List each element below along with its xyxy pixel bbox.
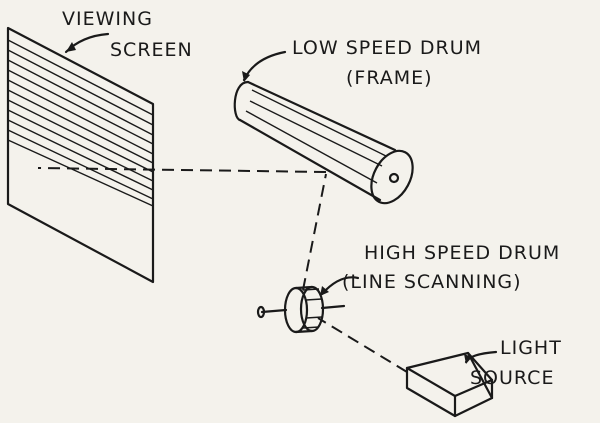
viewing-screen xyxy=(6,26,155,284)
low-drum-back-end xyxy=(233,80,250,122)
low-drum-facet-lines xyxy=(245,89,387,184)
low-drum-arrowhead xyxy=(242,71,250,82)
high-drum-left-shaft-end xyxy=(256,305,266,319)
high-drum-arrowhead xyxy=(320,286,329,296)
low-speed-drum-label-line2: (FRAME) xyxy=(346,67,433,89)
beam-low-drum-to-screen xyxy=(37,167,327,173)
high-speed-drum-label-line1: HIGH SPEED DRUM xyxy=(364,242,560,264)
high-drum-front-face xyxy=(299,285,325,333)
light-source-arrowhead xyxy=(464,354,472,364)
high-drum-facets xyxy=(302,288,323,329)
low-drum-front-end xyxy=(370,149,414,205)
low-speed-drum xyxy=(233,80,414,205)
viewing-screen-label-line1: VIEWING xyxy=(62,8,153,30)
viewing-screen-arrowhead xyxy=(66,42,76,52)
viewing-screen-outline xyxy=(6,26,155,284)
high-drum-left-shaft xyxy=(260,308,288,314)
high-drum-bottom-edge xyxy=(294,329,314,334)
leader-arrows xyxy=(64,32,498,364)
diagram-labels: VIEWING SCREEN LOW SPEED DRUM (FRAME) HI… xyxy=(62,8,562,389)
high-speed-drum xyxy=(256,285,346,334)
light-path xyxy=(37,167,408,373)
viewing-screen-label-line2: SCREEN xyxy=(110,39,193,61)
low-drum-axle-hole xyxy=(388,172,400,184)
viewing-screen-scan-lines xyxy=(7,39,154,207)
light-source-box xyxy=(405,351,494,418)
beam-source-to-high-drum xyxy=(317,317,408,373)
low-drum-top-edge xyxy=(246,80,397,152)
light-source-label-line2: SOURCE xyxy=(470,367,554,389)
high-speed-drum-label-line2: (LINE SCANNING) xyxy=(342,271,522,293)
low-speed-drum-label-line1: LOW SPEED DRUM xyxy=(292,37,482,59)
low-drum-bottom-edge xyxy=(238,118,382,202)
high-drum-right-shaft xyxy=(320,304,346,310)
light-source-label-line1: LIGHT xyxy=(500,337,562,359)
low-drum-leader xyxy=(242,50,287,82)
light-source xyxy=(405,351,494,418)
beam-high-drum-to-low-drum xyxy=(302,173,327,291)
